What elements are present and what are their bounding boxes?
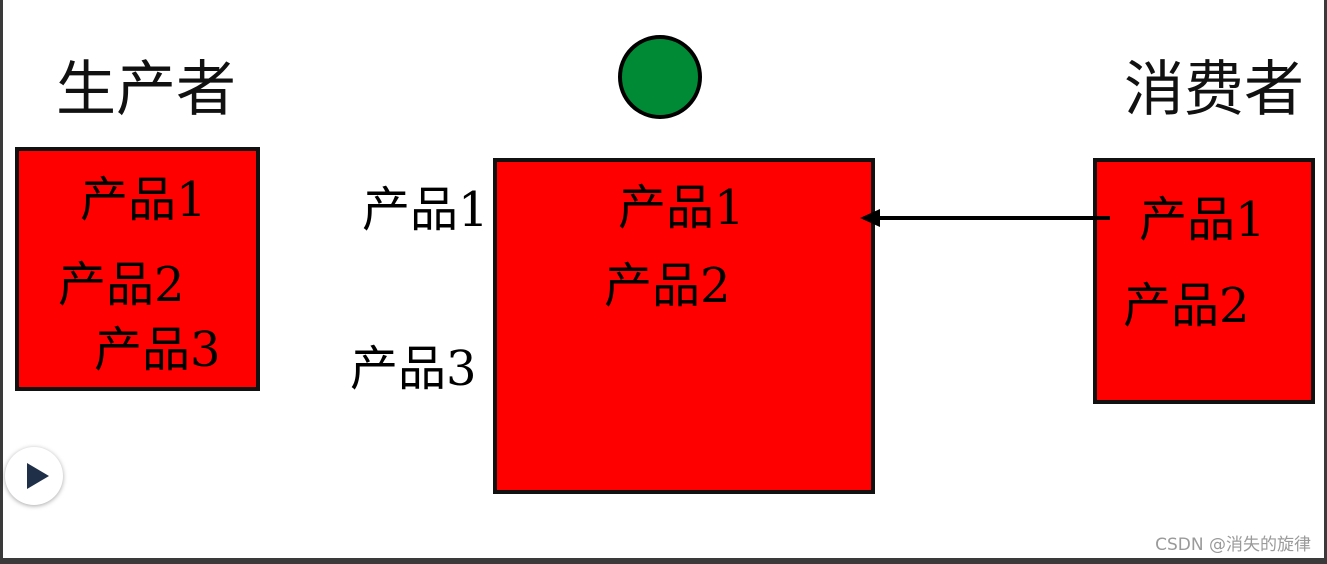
buffer-item-2: 产品2: [604, 258, 731, 314]
consumer-item-1: 产品1: [1139, 192, 1266, 248]
play-button[interactable]: [5, 447, 63, 505]
consumer-box: 产品1 产品2: [1093, 158, 1315, 404]
incoming-item-3: 产品3: [350, 341, 477, 397]
watermark: CSDN @消失的旋律: [1155, 535, 1311, 555]
incoming-item-1: 产品1: [362, 182, 489, 238]
status-indicator-dot: [618, 35, 702, 119]
producer-item-1: 产品1: [80, 172, 207, 228]
consumer-item-2: 产品2: [1123, 278, 1250, 334]
producer-box: 产品1 产品2 产品3: [15, 147, 260, 391]
buffer-box: 产品1 产品2: [493, 158, 875, 494]
play-icon: [27, 463, 49, 489]
consumer-title: 消费者: [1124, 55, 1304, 125]
producer-title: 生产者: [56, 55, 236, 125]
producer-item-3: 产品3: [94, 322, 221, 378]
producer-item-2: 产品2: [58, 257, 185, 313]
buffer-item-1: 产品1: [618, 180, 745, 236]
